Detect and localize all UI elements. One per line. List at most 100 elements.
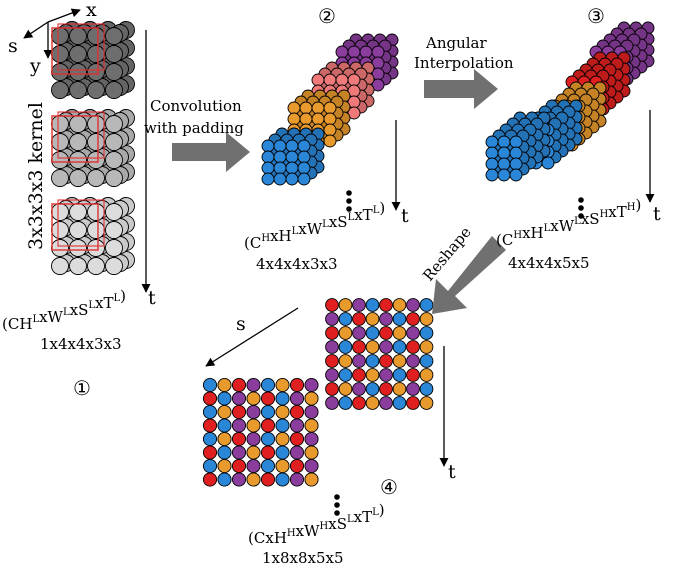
reshaped-sample bbox=[392, 368, 407, 382]
feature-sample bbox=[285, 172, 299, 186]
reshaped-sample bbox=[406, 326, 420, 340]
input-sample bbox=[51, 63, 69, 81]
feature-sample bbox=[297, 139, 311, 153]
input-sample bbox=[51, 257, 69, 275]
reshaped-sample bbox=[325, 326, 339, 340]
reshaped-sample bbox=[260, 472, 276, 487]
formula-stage-2: (CHxHLxWLxSLxTL) bbox=[244, 199, 385, 252]
feature-sample bbox=[273, 161, 287, 175]
reshaped-sample bbox=[231, 391, 247, 406]
reshaped-sample bbox=[289, 458, 305, 474]
reshaped-sample bbox=[365, 382, 380, 396]
feature-sample bbox=[497, 146, 511, 160]
input-sample bbox=[105, 133, 123, 151]
input-sample bbox=[69, 115, 87, 133]
stage-number-2: ② bbox=[318, 4, 336, 28]
reshaped-sample bbox=[202, 418, 218, 433]
reshaped-sample bbox=[217, 391, 232, 406]
formula-superscript: L bbox=[292, 226, 299, 237]
reshaped-sample bbox=[231, 377, 247, 393]
x-axis-label: x bbox=[86, 0, 97, 21]
reshaped-sample bbox=[304, 377, 319, 393]
feature-sample bbox=[347, 45, 361, 59]
interpolation-arrow bbox=[424, 69, 498, 109]
kernel-window bbox=[51, 115, 99, 163]
reshaped-sample bbox=[379, 340, 393, 354]
input-sample bbox=[51, 27, 69, 45]
feature-sample bbox=[497, 135, 511, 149]
reshaped-sample bbox=[231, 418, 247, 433]
feature-sample bbox=[323, 112, 337, 126]
reshaped-sample bbox=[275, 377, 290, 393]
feature-sample bbox=[335, 73, 349, 87]
reshaped-sample bbox=[379, 298, 393, 312]
reshaped-sample bbox=[392, 382, 407, 396]
feature-sample bbox=[261, 139, 275, 153]
input-sample bbox=[69, 81, 87, 99]
x-axis-arrow bbox=[47, 8, 81, 23]
feature-sample bbox=[297, 172, 311, 186]
reshaped-sample bbox=[325, 354, 339, 368]
reshaped-sample bbox=[275, 445, 290, 460]
formula-superscript: L bbox=[574, 216, 581, 227]
kernel-window bbox=[51, 203, 99, 251]
formula-superscript: L bbox=[347, 514, 354, 525]
reshaped-sample bbox=[379, 382, 393, 396]
s-axis-label: s bbox=[8, 35, 18, 57]
feature-sample bbox=[299, 112, 313, 126]
feature-sample bbox=[509, 157, 523, 171]
input-sample bbox=[87, 257, 105, 275]
feature-sample bbox=[311, 112, 325, 126]
xys-axis-glyph: x s y bbox=[8, 0, 97, 77]
reshaped-sample bbox=[392, 312, 407, 326]
reshaped-sample bbox=[275, 431, 290, 447]
reshaped-sample bbox=[260, 404, 276, 420]
input-sample bbox=[51, 133, 69, 151]
reshaped-sample bbox=[419, 382, 434, 396]
reshape-arrow bbox=[432, 236, 506, 314]
reshaped-sample bbox=[289, 418, 305, 433]
formula-symbol: x bbox=[608, 203, 617, 221]
feature-sample bbox=[311, 101, 325, 115]
reshaped-sample bbox=[379, 326, 393, 340]
formula-symbol: S bbox=[337, 515, 347, 533]
feature-sample bbox=[273, 172, 287, 186]
reshaped-sample bbox=[352, 368, 366, 382]
input-sample bbox=[69, 63, 87, 81]
feature-sample bbox=[285, 139, 299, 153]
input-sample bbox=[69, 27, 87, 45]
reshaped-sample bbox=[217, 431, 232, 447]
reshaped-sample bbox=[304, 472, 319, 487]
reshaped-sample bbox=[352, 340, 366, 354]
input-sample bbox=[105, 203, 123, 221]
formula-symbol: x bbox=[265, 529, 274, 547]
reshaped-sample bbox=[275, 391, 290, 406]
y-axis-label: y bbox=[29, 55, 41, 77]
interpolation-label-line2: Interpolation bbox=[414, 54, 514, 72]
feature-sample bbox=[485, 157, 499, 171]
formula-superscript: H bbox=[627, 202, 636, 213]
formula-symbol: x bbox=[296, 522, 305, 540]
reshaped-sample bbox=[392, 326, 407, 340]
reshaped-sample bbox=[419, 354, 434, 368]
reshaped-sample bbox=[325, 368, 339, 382]
feature-sample bbox=[285, 150, 299, 164]
input-sample bbox=[105, 221, 123, 239]
feature-sample bbox=[311, 73, 325, 87]
reshaped-sample bbox=[419, 368, 434, 382]
reshaped-sample bbox=[365, 312, 380, 326]
input-sample bbox=[105, 45, 123, 63]
feature-sample bbox=[287, 112, 301, 126]
formula-symbol: C bbox=[502, 231, 513, 249]
input-sample bbox=[87, 27, 105, 45]
formula-superscript: L bbox=[544, 223, 551, 234]
reshaped-sample bbox=[289, 391, 305, 406]
formula-symbol: x bbox=[329, 213, 338, 231]
shape-stage-1: 1x4x4x3x3 bbox=[40, 335, 122, 353]
input-sample bbox=[105, 115, 123, 133]
feature-sample bbox=[285, 161, 299, 175]
input-sample bbox=[105, 257, 123, 275]
continuation-dots bbox=[334, 190, 584, 516]
reshaped-sample bbox=[379, 396, 393, 410]
formula-superscript: L bbox=[348, 212, 355, 223]
